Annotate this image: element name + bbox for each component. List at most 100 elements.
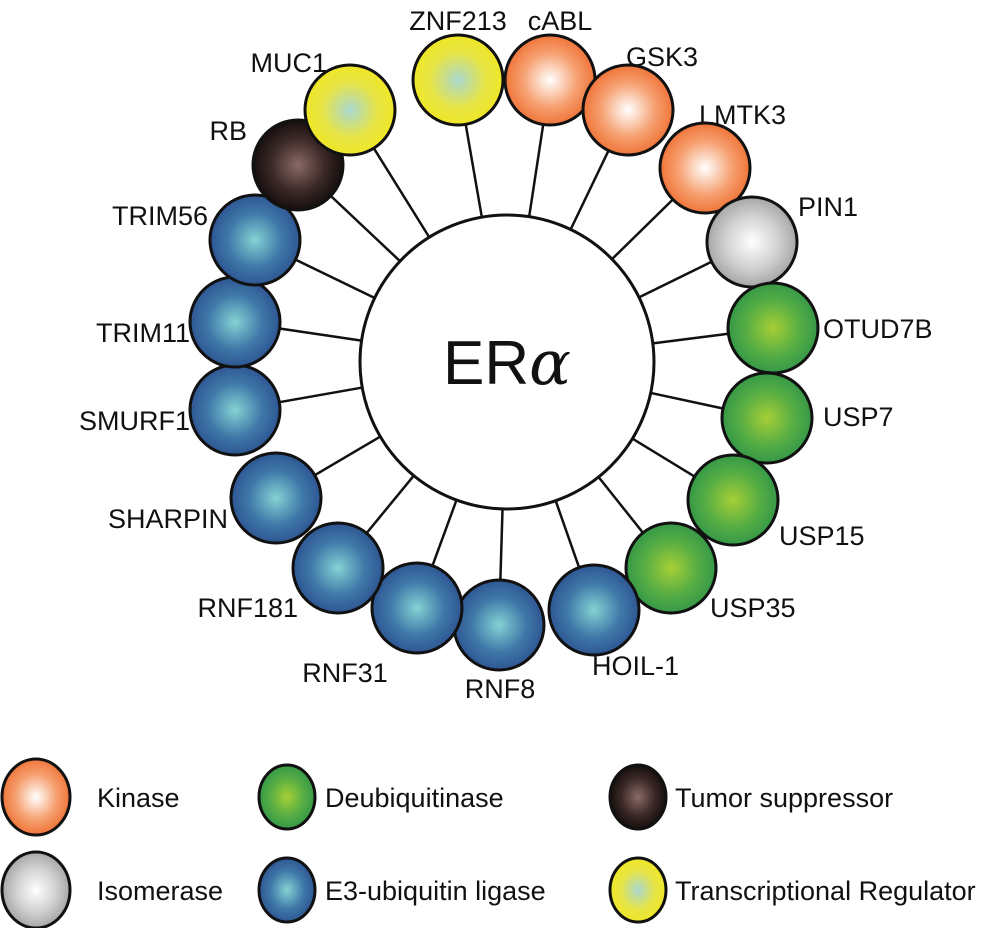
node-circle-usp35 <box>624 521 718 615</box>
node-usp15: USP15 <box>686 453 865 551</box>
spoke-gsk3 <box>569 150 610 231</box>
node-znf213: ZNF213 <box>409 6 507 127</box>
legend-item-deubiquitinase: Deubiquitinase <box>257 763 504 831</box>
node-circle-pin1 <box>705 195 799 289</box>
node-circle-rnf8 <box>452 578 546 672</box>
spoke-pin1 <box>638 260 713 299</box>
legend-item-kinase: Kinase <box>0 757 180 837</box>
node-label-muc1: MUC1 <box>250 48 327 78</box>
node-cabl: cABL <box>503 6 597 127</box>
spoke-rnf181 <box>365 474 415 535</box>
node-label-usp15: USP15 <box>779 521 865 551</box>
spoke-trim56 <box>294 258 376 300</box>
node-rnf181: RNF181 <box>197 521 385 623</box>
legend-swatch-tumor-suppressor <box>608 763 668 831</box>
node-usp35: USP35 <box>624 521 796 623</box>
spoke-usp35 <box>597 476 644 534</box>
node-label-lmtk3: LMTK3 <box>699 100 786 130</box>
legend-swatch-transcriptional-regulator <box>608 856 668 924</box>
node-label-trim56: TRIM56 <box>112 201 208 231</box>
legend-item-transcriptional-regulator: Transcriptional Regulator <box>608 856 976 924</box>
node-label-rb: RB <box>209 116 247 146</box>
legend-item-tumor-suppressor: Tumor suppressor <box>608 763 893 831</box>
node-circle-sharpin <box>229 451 323 545</box>
spoke-trim11 <box>279 327 362 342</box>
node-label-otud7b: OTUD7B <box>823 314 933 344</box>
center-label-alpha: α <box>529 326 571 399</box>
spoke-sharpin <box>314 435 381 477</box>
spoke-rnf8 <box>499 508 504 581</box>
legend-item-isomerase: Isomerase <box>0 850 223 928</box>
center-label: ERα <box>443 326 571 399</box>
node-label-pin1: PIN1 <box>798 192 858 222</box>
node-label-rnf181: RNF181 <box>197 593 298 623</box>
node-pin1: PIN1 <box>705 192 858 289</box>
node-smurf1: SMURF1 <box>79 363 282 457</box>
node-muc1: MUC1 <box>250 48 397 157</box>
legend-label-e3-ubiquitin-ligase: E3-ubiquitin ligase <box>325 876 546 906</box>
legend-swatch-e3-ubiquitin-ligase <box>257 856 317 924</box>
node-trim11: TRIM11 <box>96 275 282 369</box>
legend-swatch-deubiquitinase <box>257 763 317 831</box>
spoke-rnf31 <box>431 499 458 567</box>
node-circle-rnf181 <box>291 521 385 615</box>
node-label-trim11: TRIM11 <box>96 318 190 348</box>
spoke-hoil-1 <box>554 500 581 568</box>
legend-label-isomerase: Isomerase <box>97 876 223 906</box>
legend-label-transcriptional-regulator: Transcriptional Regulator <box>675 876 976 906</box>
node-circle-usp7 <box>720 371 814 465</box>
node-circle-znf213 <box>411 33 505 127</box>
node-label-znf213: ZNF213 <box>409 6 507 36</box>
node-circle-trim56 <box>208 193 302 287</box>
spoke-cabl <box>527 124 545 217</box>
node-circle-otud7b <box>726 281 820 375</box>
legend-label-kinase: Kinase <box>97 783 180 813</box>
legend-swatch-kinase <box>0 757 72 837</box>
node-label-sharpin: SHARPIN <box>108 504 228 534</box>
spokes <box>279 124 729 581</box>
node-circle-hoil-1 <box>547 563 641 657</box>
spoke-lmtk3 <box>611 198 674 261</box>
node-circle-cabl <box>503 33 597 127</box>
spoke-smurf1 <box>279 386 363 404</box>
node-label-usp35: USP35 <box>710 593 796 623</box>
node-label-usp7: USP7 <box>823 402 894 432</box>
node-label-rnf31: RNF31 <box>302 658 388 688</box>
spoke-muc1 <box>372 147 431 238</box>
node-circle-trim11 <box>188 275 282 369</box>
node-sharpin: SHARPIN <box>108 451 323 545</box>
legend-label-deubiquitinase: Deubiquitinase <box>325 783 504 813</box>
node-label-gsk3: GSK3 <box>626 42 698 72</box>
spoke-otud7b <box>652 332 729 345</box>
node-trim56: TRIM56 <box>112 193 302 287</box>
node-rnf31: RNF31 <box>302 561 464 688</box>
spoke-znf213 <box>464 124 484 218</box>
legend: Kinase Deubiquitinase Tumor suppressorIsom… <box>0 757 976 928</box>
center-circle <box>358 213 656 511</box>
legend-swatch-isomerase <box>0 850 72 928</box>
center-node: ERα <box>358 213 656 511</box>
node-hoil-1: HOIL-1 <box>547 563 679 681</box>
node-gsk3: GSK3 <box>581 42 698 157</box>
node-circle-gsk3 <box>581 63 675 157</box>
node-circle-usp15 <box>686 453 780 547</box>
node-rnf8: RNF8 <box>452 578 546 704</box>
node-circle-muc1 <box>303 63 397 157</box>
node-circle-smurf1 <box>188 363 282 457</box>
legend-label-tumor-suppressor: Tumor suppressor <box>675 783 893 813</box>
spoke-usp15 <box>631 437 696 478</box>
node-label-rnf8: RNF8 <box>465 674 536 704</box>
spoke-rb <box>329 194 401 263</box>
node-otud7b: OTUD7B <box>726 281 933 375</box>
node-circle-rnf31 <box>370 561 464 655</box>
spoke-usp7 <box>650 391 724 410</box>
node-usp7: USP7 <box>720 371 894 465</box>
node-circle-lmtk3 <box>658 121 752 215</box>
node-label-hoil-1: HOIL-1 <box>592 651 679 681</box>
node-label-smurf1: SMURF1 <box>79 406 190 436</box>
node-lmtk3: LMTK3 <box>658 100 786 215</box>
legend-item-e3-ubiquitin-ligase: E3-ubiquitin ligase <box>257 856 546 924</box>
node-label-cabl: cABL <box>528 6 593 36</box>
